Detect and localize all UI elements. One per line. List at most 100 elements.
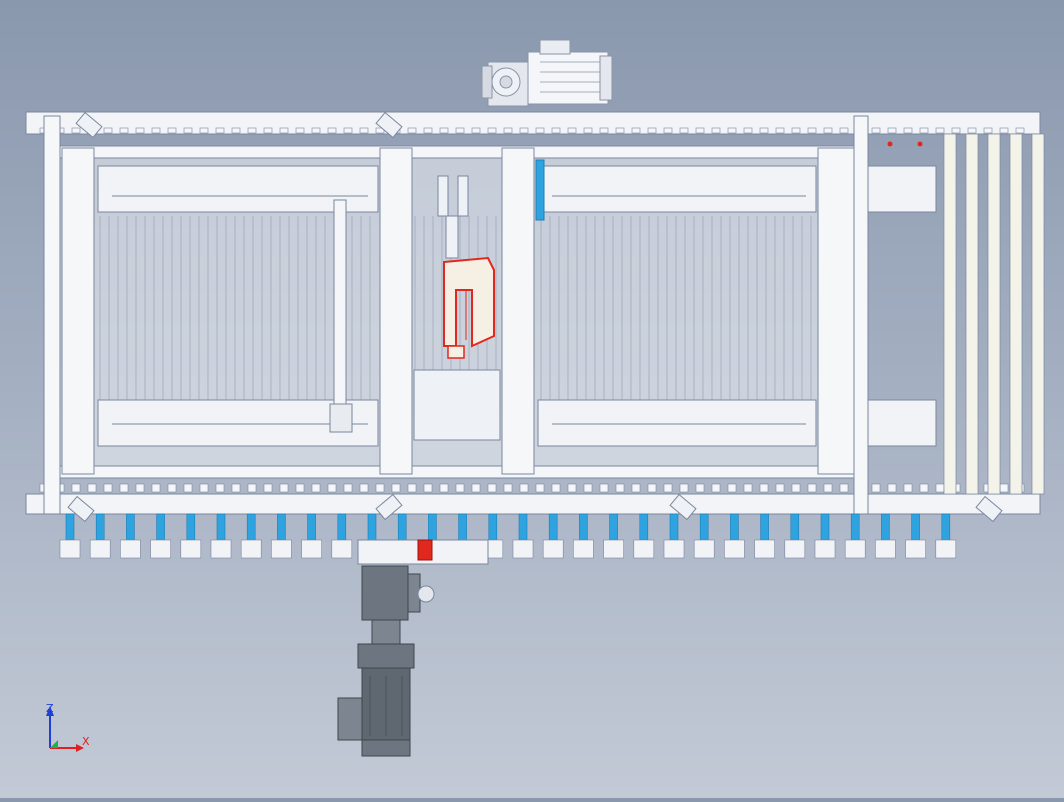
bottom-rail-tooth xyxy=(727,483,737,493)
top-rail-tooth xyxy=(359,127,369,134)
chain-sprockets xyxy=(59,513,957,559)
blue-sprocket xyxy=(126,513,135,541)
sprocket-mount xyxy=(724,539,745,559)
bottom-rail-tooth xyxy=(791,483,801,493)
top-rail-tooth xyxy=(1015,127,1025,134)
sprocket-mount xyxy=(301,539,322,559)
top-rail-tooth xyxy=(951,127,961,134)
top-rail-tooth xyxy=(871,127,881,134)
top-rail-tooth xyxy=(615,127,625,134)
top-rail-tooth xyxy=(71,127,81,134)
blue-sprocket xyxy=(518,513,528,541)
sprocket-mount xyxy=(150,539,171,559)
bottom-rail-tooth xyxy=(439,483,449,493)
blue-sprocket xyxy=(277,513,286,541)
top-rail-tooth xyxy=(791,127,801,134)
bottom-rail-tooth xyxy=(359,483,369,493)
bottom-rail-tooth xyxy=(871,483,881,493)
top-rail-tooth xyxy=(103,127,113,134)
top-rail-tooth xyxy=(423,127,433,134)
bottom-rail-tooth xyxy=(343,483,353,493)
bottom-rail-tooth xyxy=(567,483,577,493)
frame-posts xyxy=(43,115,869,515)
top-rail-tooth xyxy=(599,127,609,134)
top-rail-tooth xyxy=(759,127,769,134)
top-rail-tooth xyxy=(983,127,993,134)
blue-sprocket xyxy=(699,513,709,541)
bottom-rail-tooth xyxy=(247,483,257,493)
bottom-rail-tooth xyxy=(167,483,177,493)
top-rail-tooth xyxy=(199,127,209,134)
sprocket-mount xyxy=(784,539,806,559)
bottom-rail-tooth xyxy=(919,483,929,493)
bottom-rail-tooth xyxy=(103,483,113,493)
sprocket-mount xyxy=(905,539,926,559)
top-rail-tooth xyxy=(167,127,177,134)
blue-sprocket xyxy=(548,513,558,541)
top-rail-tooth xyxy=(407,127,417,134)
bottom-rail-tooth xyxy=(695,483,705,493)
tall-roller xyxy=(1031,133,1045,495)
red-indicator xyxy=(917,141,923,147)
tall-roller xyxy=(1009,133,1023,495)
sprocket-mount xyxy=(271,539,292,559)
blue-sprocket xyxy=(337,513,347,541)
blue-sprocket xyxy=(397,513,407,541)
top-rail-tooth xyxy=(695,127,705,134)
bottom-rail-tooth xyxy=(375,483,385,493)
bottom-rail-tooth xyxy=(839,483,849,493)
bottom-rail-tooth xyxy=(263,483,273,493)
top-rail-tooth xyxy=(231,127,241,134)
sprocket-mount xyxy=(59,539,81,559)
blue-sprocket xyxy=(669,513,679,541)
top-rail-tooth xyxy=(439,127,449,134)
guide-rails xyxy=(97,159,937,447)
top-rail-tooth xyxy=(903,127,913,134)
bottom-rail-tooth xyxy=(823,483,833,493)
blue-sprocket xyxy=(95,513,105,541)
top-rail-tooth xyxy=(311,127,321,134)
x-axis-arrow xyxy=(76,744,84,752)
bottom-rail-tooth xyxy=(535,483,545,493)
top-gear-motor xyxy=(481,39,613,107)
top-rail-tooth xyxy=(567,127,577,134)
blue-sprocket xyxy=(760,513,769,541)
bottom-rail-tooth xyxy=(903,483,913,493)
top-rail-tooth xyxy=(151,127,161,134)
sprocket-mount xyxy=(603,539,624,559)
bottom-rail-tooth xyxy=(279,483,289,493)
sprocket-mount xyxy=(120,539,141,559)
top-rail-tooth xyxy=(775,127,785,134)
top-rail-tooth xyxy=(487,127,497,134)
top-rail-tooth xyxy=(647,127,657,134)
sprocket-mount xyxy=(89,539,111,559)
top-rail-tooth xyxy=(711,127,721,134)
tall-roller xyxy=(965,133,979,495)
blue-sprocket xyxy=(730,513,739,541)
bottom-rail-tooth xyxy=(199,483,209,493)
blue-sprocket xyxy=(156,513,165,541)
z-axis-label: Z xyxy=(46,702,54,715)
top-rail-tooth xyxy=(263,127,273,134)
bottom-rail-tooth xyxy=(775,483,785,493)
highlighted-gripper xyxy=(443,256,495,359)
blue-sprocket xyxy=(186,513,196,541)
bottom-rail-tooth xyxy=(295,483,305,493)
bottom-rail-tooth xyxy=(471,483,481,493)
top-rail-tooth xyxy=(215,127,225,134)
top-rail-tooth xyxy=(247,127,257,134)
blue-sprocket xyxy=(941,513,951,541)
tall-roller xyxy=(943,133,957,495)
bottom-rail-tooth xyxy=(615,483,625,493)
top-rail-tooth xyxy=(887,127,897,134)
bottom-rail-tooth xyxy=(599,483,609,493)
top-rail-tooth xyxy=(583,127,593,134)
top-rail-tooth xyxy=(279,127,289,134)
top-rail-tooth xyxy=(327,127,337,134)
bottom-rail-tooth xyxy=(183,483,193,493)
blue-sprocket xyxy=(488,513,498,541)
x-axis-label: X xyxy=(82,735,90,748)
blue-sprocket xyxy=(458,513,467,541)
top-rail-tooth xyxy=(119,127,129,134)
